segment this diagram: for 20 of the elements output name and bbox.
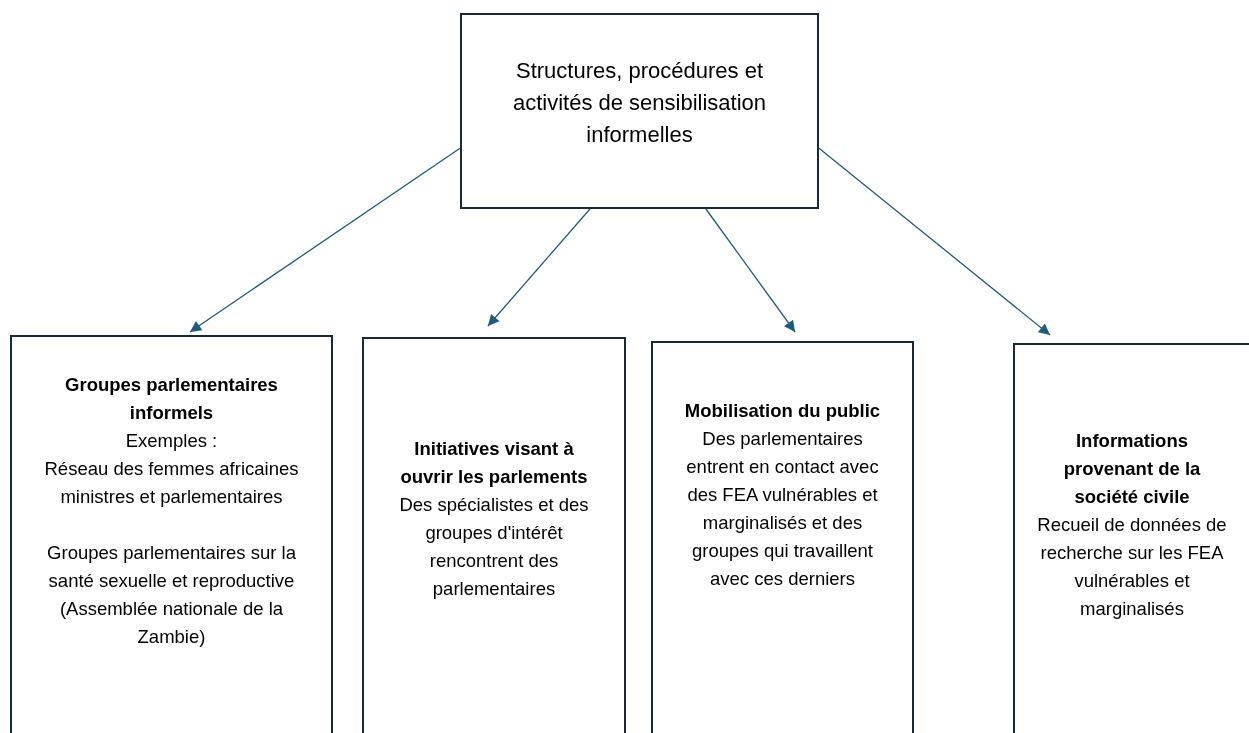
box-heading: Informations provenant de la société civile xyxy=(1062,429,1202,509)
arrow xyxy=(189,147,461,333)
box-text: Réseau des femmes africaines ministres et parlementaires xyxy=(43,457,300,509)
category-box xyxy=(1013,343,1249,733)
main-title: Structures, procédures et activités de sensibilisation informelles xyxy=(511,57,768,149)
main-box xyxy=(460,13,819,209)
box-text: Des spécialistes et des groupes d'intérêt rencontrent des parlementaires xyxy=(398,493,590,601)
box-text: Recueil de données de recherche sur les FEA vulnérables et marginalisés xyxy=(1037,513,1227,621)
box-heading: Initiatives visant à ouvrir les parlements xyxy=(399,437,589,489)
box-text: Groupes parlementaires sur la santé sexuelle et reproductive (Assemblée nationale de la Zambie) xyxy=(46,541,297,649)
box-heading: Groupes parlementaires informels xyxy=(64,373,279,425)
arrow xyxy=(705,208,796,333)
box-heading: Mobilisation du public xyxy=(683,399,882,423)
category-box xyxy=(10,335,333,733)
category-box xyxy=(362,337,626,733)
category-box xyxy=(651,341,914,733)
arrow xyxy=(818,147,1051,336)
box-text: Des parlementaires entrent en contact avec des FEA vulnérables et marginalisés et des groupes qui travaillent avec ces derniers xyxy=(685,427,880,591)
arrow xyxy=(487,208,591,327)
box-text: Exemples : xyxy=(124,429,219,453)
